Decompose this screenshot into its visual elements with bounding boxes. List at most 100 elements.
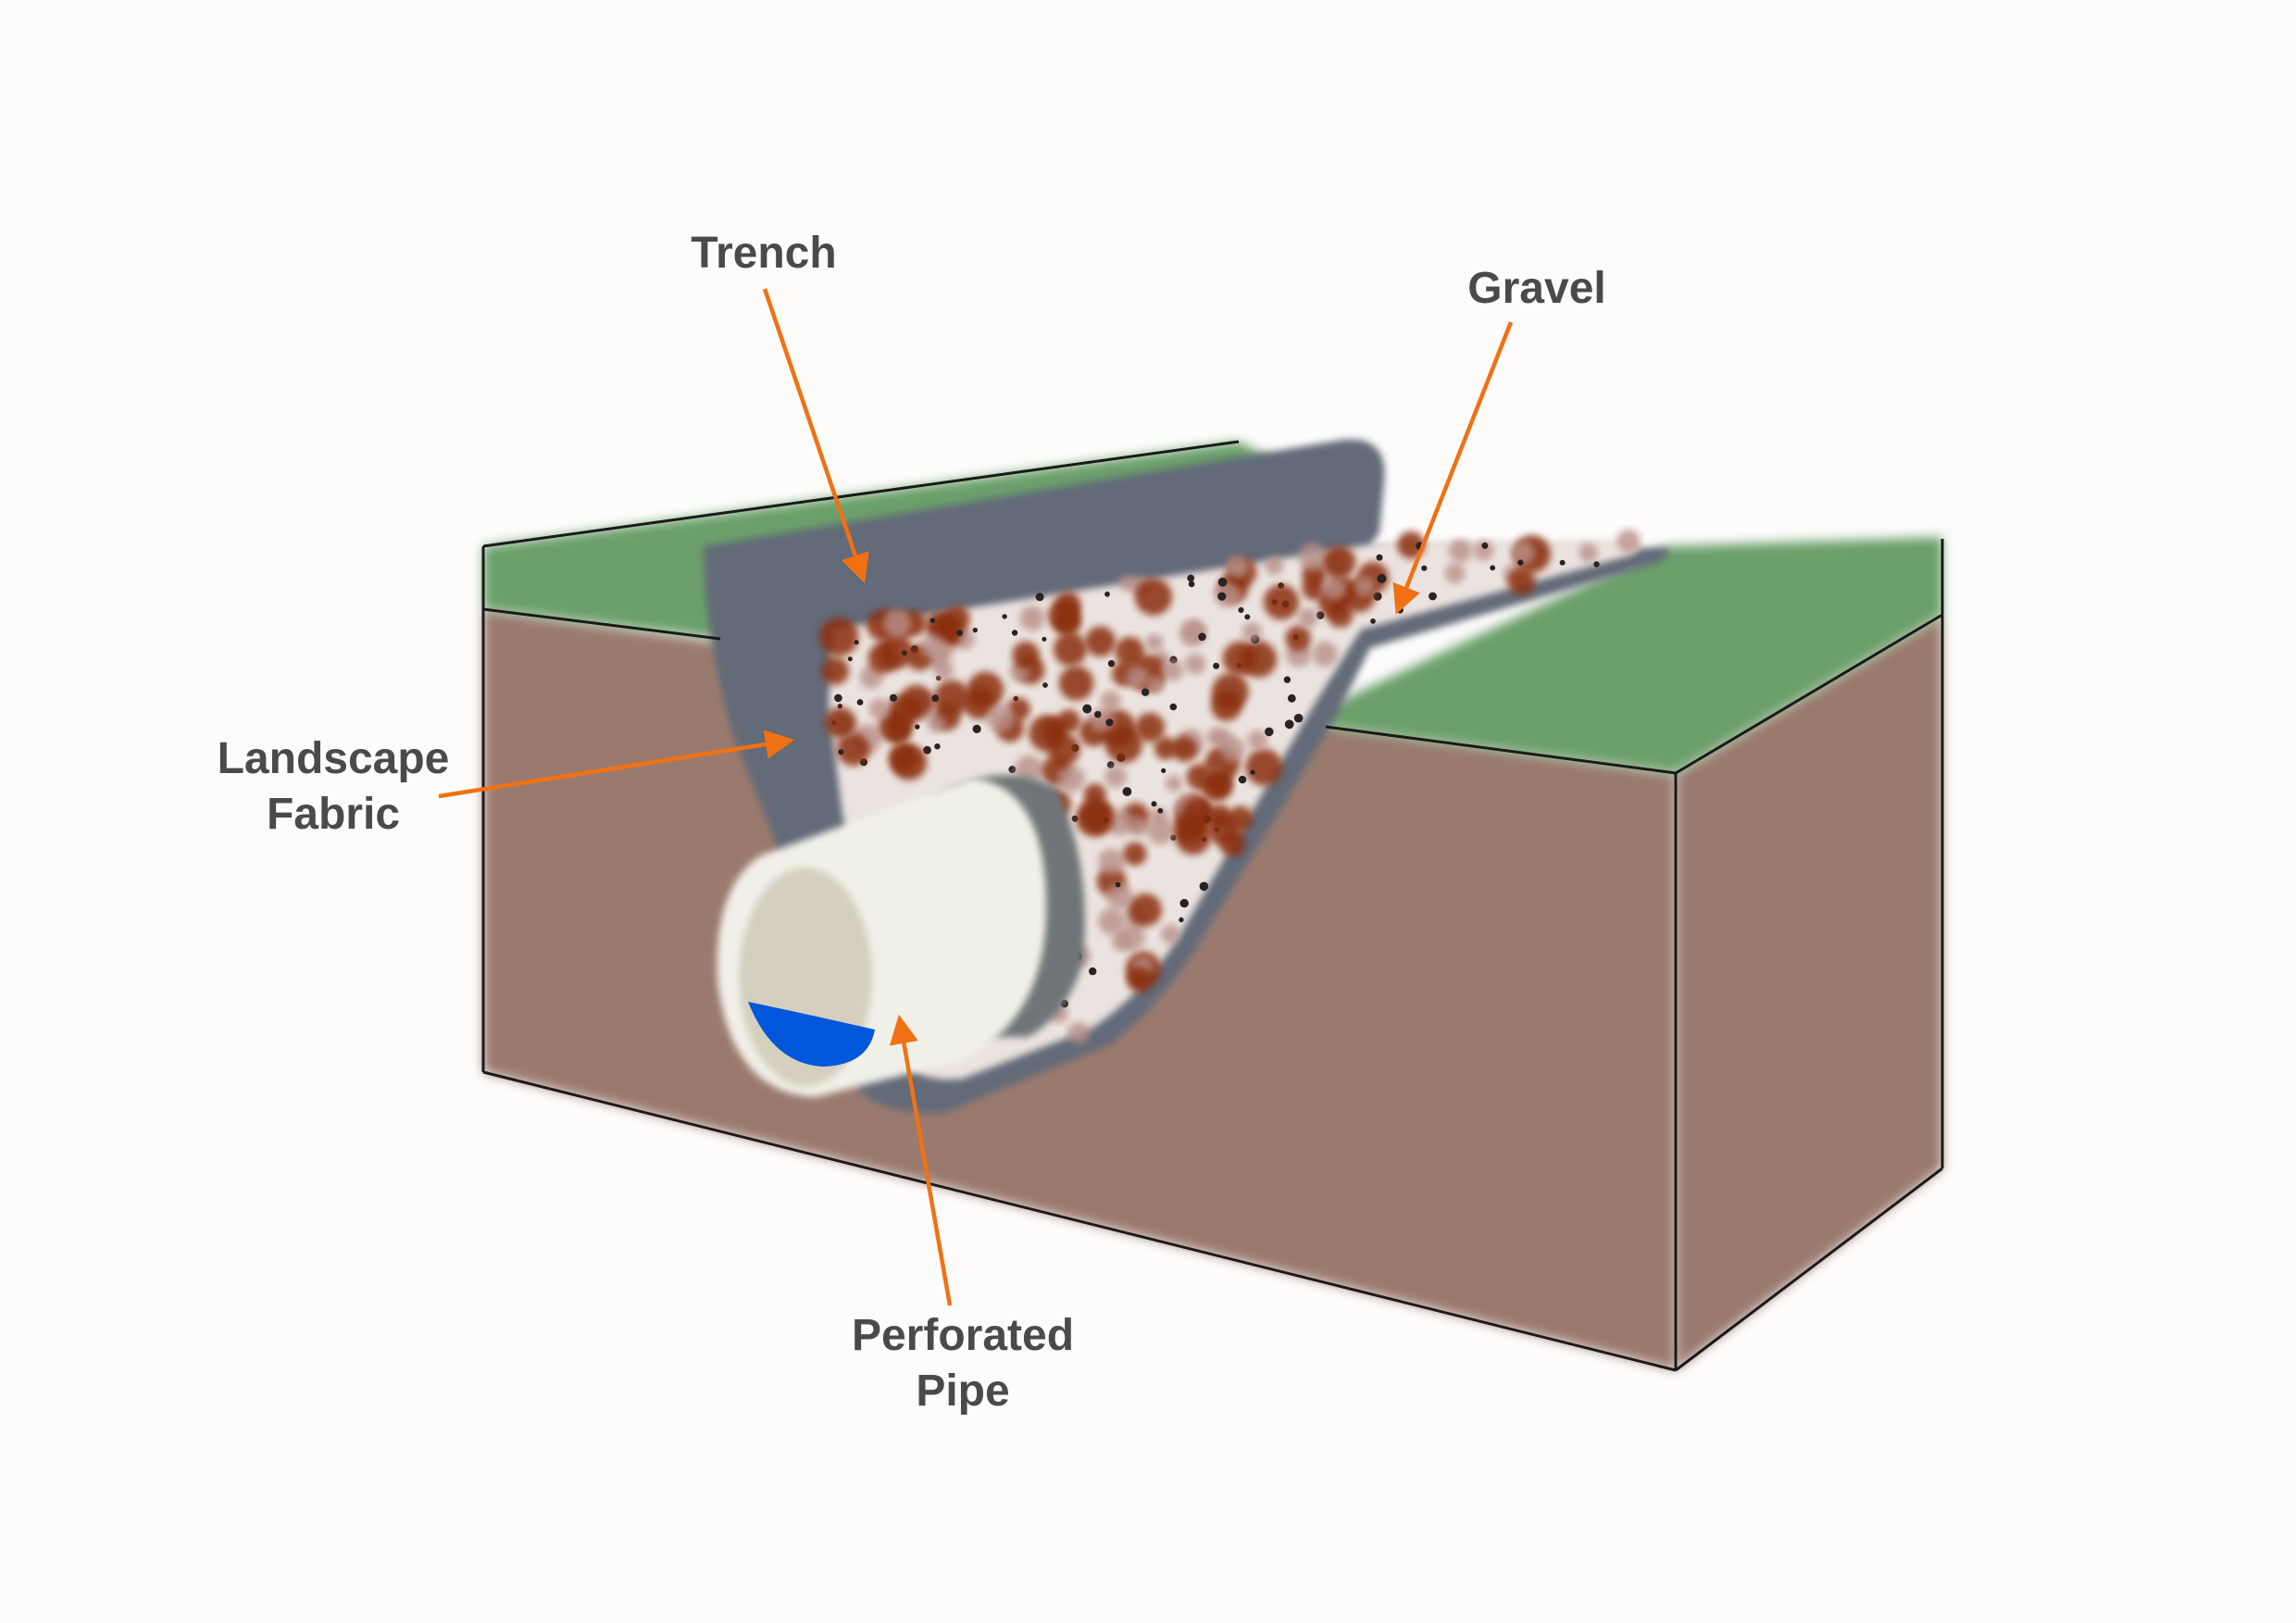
gravel-stone — [1578, 543, 1598, 563]
water-icon — [748, 1002, 875, 1067]
perforated-pipe-label-line1: Perforated — [851, 1311, 1075, 1360]
gravel-stone — [1035, 593, 1044, 602]
gravel-stone — [1105, 726, 1142, 764]
gravel-stone — [856, 699, 864, 705]
gravel-stone — [1297, 607, 1318, 629]
gravel-stone — [1198, 632, 1206, 642]
gravel-stone — [1316, 611, 1325, 619]
outline-front-top-left — [482, 607, 721, 641]
perforated-pipe-label: Perforated Pipe — [824, 1308, 1102, 1419]
gravel-stone — [1184, 653, 1206, 675]
gravel-stone — [1217, 577, 1228, 587]
gravel-stone — [889, 743, 918, 773]
gravel-stone — [854, 640, 859, 645]
outline-side-bottom — [1675, 1167, 1943, 1372]
gravel-stone — [1123, 842, 1147, 866]
gravel-stone — [1354, 576, 1375, 596]
gravel-stone — [1397, 531, 1425, 559]
gravel-stone — [986, 704, 1016, 732]
gravel-stone — [1287, 693, 1296, 703]
gravel-stone — [1187, 574, 1195, 582]
gravel-stone — [1448, 539, 1473, 563]
gravel-stone — [1105, 718, 1114, 727]
gravel-stone — [1312, 641, 1338, 668]
gravel-stone — [1107, 660, 1116, 668]
pointer-arrows — [438, 288, 1514, 1306]
gravel-stone — [900, 684, 933, 718]
gravel-label-text: Gravel — [1467, 264, 1606, 313]
gravel-stone — [1082, 704, 1092, 714]
gravel-stone — [1098, 907, 1126, 935]
gravel-stone — [1429, 592, 1437, 601]
gravel-stone — [1227, 556, 1249, 578]
gravel-label: Gravel — [1426, 261, 1648, 317]
gravel-stone — [1242, 622, 1263, 643]
gravel-stone — [1002, 614, 1007, 619]
gravel-stone — [1135, 712, 1166, 743]
gravel-stone — [1321, 575, 1346, 601]
gravel-stone — [972, 724, 981, 734]
gravel-stone — [928, 715, 945, 733]
gravel-stone — [956, 630, 963, 636]
perforated-pipe-arrow — [889, 1014, 953, 1306]
gravel-stone — [1094, 710, 1102, 718]
gravel-stone — [1247, 730, 1268, 751]
gravel-stone — [1104, 765, 1127, 788]
gravel-stone — [1151, 801, 1157, 807]
gravel-stone — [1048, 599, 1080, 631]
gravel-stone — [1089, 967, 1097, 976]
block-outline — [481, 440, 1944, 1372]
gravel-stone — [1146, 817, 1175, 845]
gravel-stone — [1490, 565, 1496, 571]
gravel-stone — [1047, 733, 1080, 766]
gravel-stone — [902, 650, 907, 656]
gravel-stone — [1517, 559, 1524, 566]
gravel-stone — [1214, 581, 1242, 607]
gravel-stone — [923, 745, 931, 755]
gravel-stone — [1201, 770, 1232, 802]
gravel-stone — [1042, 636, 1047, 642]
gravel-stone — [1160, 924, 1180, 944]
gravel-stone — [1171, 736, 1198, 762]
gravel-stone — [1147, 676, 1165, 693]
gravel-stone — [1188, 581, 1195, 588]
gravel-stone — [882, 609, 912, 639]
gravel-stone — [1154, 736, 1178, 760]
gravel-stone — [1376, 554, 1383, 561]
gravel-stone — [1100, 691, 1121, 712]
gravel-stone — [1145, 633, 1164, 652]
gravel-stone — [933, 680, 970, 716]
gravel-arrow — [1392, 321, 1514, 615]
gravel-stone — [1076, 799, 1114, 837]
gravel-stone — [1473, 540, 1494, 561]
gravel-stone — [1220, 736, 1245, 762]
gravel-stone — [1245, 748, 1283, 786]
gravel-stone — [1179, 620, 1206, 647]
outline-side-top — [1675, 613, 1943, 775]
gravel-stone — [1011, 630, 1018, 636]
gravel-stone — [1118, 924, 1145, 951]
gravel-stone — [834, 693, 842, 703]
gravel-stone — [1293, 713, 1304, 723]
gravel-stone — [1019, 606, 1045, 631]
landscape-fabric-label: Landscape Fabric — [194, 731, 472, 843]
gravel-stone — [934, 743, 941, 750]
gravel-stone — [1593, 561, 1600, 568]
gravel-stone — [879, 709, 912, 743]
gravel-stone — [819, 617, 859, 656]
gravel-stone — [1057, 709, 1080, 733]
gravel-stone — [1122, 787, 1132, 796]
gravel-stone — [1238, 775, 1247, 784]
gravel-stone — [967, 671, 1004, 708]
gravel-stone — [824, 706, 856, 739]
gravel-stone — [1157, 807, 1164, 814]
trench-label: Trench — [648, 226, 880, 281]
gravel-stone — [1323, 545, 1356, 579]
gravel-stone — [867, 643, 899, 674]
gravel-stone — [838, 749, 844, 755]
gravel-stone — [1134, 578, 1173, 616]
gravel-stone — [1283, 676, 1292, 683]
gravel-stone — [1238, 606, 1244, 614]
